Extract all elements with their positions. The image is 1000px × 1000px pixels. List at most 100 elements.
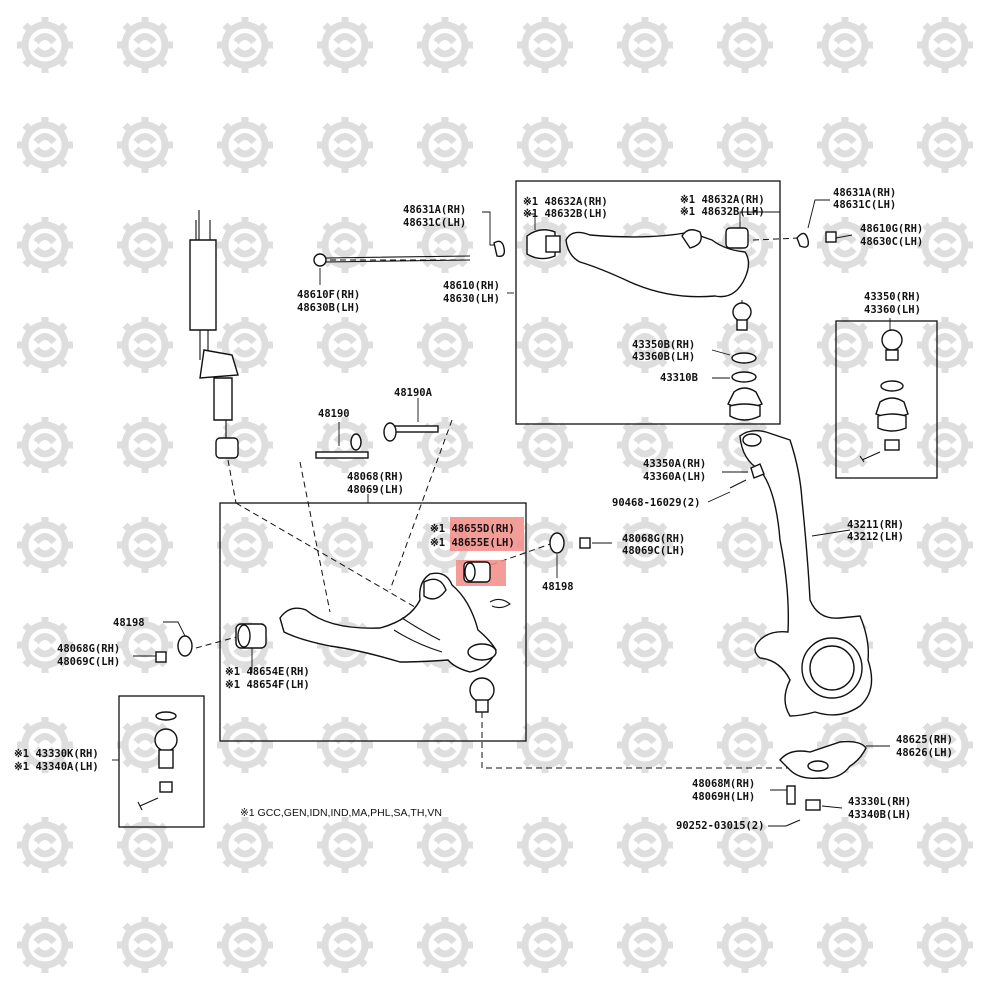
label-48069C-left[interactable]: 48069C(LH) bbox=[57, 656, 120, 668]
watermark-gear-icon bbox=[317, 717, 373, 773]
watermark-gear-icon bbox=[117, 317, 173, 373]
cam-bolts-drawing bbox=[315, 422, 439, 459]
label-43212[interactable]: 43212(LH) bbox=[847, 531, 904, 543]
label-48631C-right[interactable]: 48631C(LH) bbox=[833, 199, 896, 211]
label-48610[interactable]: 48610(RH) bbox=[443, 280, 500, 292]
watermark-gear-icon bbox=[117, 17, 173, 73]
watermark-gear-icon bbox=[117, 517, 173, 573]
label-43330L[interactable]: 43330L(RH) bbox=[848, 796, 911, 808]
label-48610F[interactable]: 48610F(RH) bbox=[297, 289, 360, 301]
label-48626[interactable]: 48626(LH) bbox=[896, 747, 953, 759]
watermark-gear-icon bbox=[317, 317, 373, 373]
region-footnote: ※1 GCC,GEN,IDN,IND,MA,PHL,SA,TH,VN bbox=[240, 807, 442, 819]
label-48190[interactable]: 48190 bbox=[318, 408, 350, 420]
watermark-gear-icon bbox=[617, 917, 673, 973]
label-43360B[interactable]: 43360B(LH) bbox=[632, 351, 695, 363]
lower-arm-box bbox=[219, 502, 527, 742]
lower-arm-drawing bbox=[155, 532, 591, 713]
label-43350[interactable]: 43350(RH) bbox=[864, 291, 921, 303]
watermark-gear-icon bbox=[117, 417, 173, 473]
watermark-gear-icon bbox=[217, 17, 273, 73]
label-43310B[interactable]: 43310B bbox=[660, 372, 698, 384]
label-48630C[interactable]: 48630C(LH) bbox=[860, 236, 923, 248]
label-48632A-right[interactable]: ※1 48632A(RH) bbox=[680, 194, 765, 206]
label-48069[interactable]: 48069(LH) bbox=[347, 484, 404, 496]
watermark-gear-icon bbox=[317, 417, 373, 473]
watermark-gear-icon bbox=[417, 117, 473, 173]
watermark-gear-icon bbox=[917, 117, 973, 173]
label-48198-left[interactable]: 48198 bbox=[113, 617, 145, 629]
watermark-gear-icon bbox=[817, 817, 873, 873]
watermark-gear-icon bbox=[417, 917, 473, 973]
watermark-gear-icon bbox=[917, 317, 973, 373]
label-48632B-left[interactable]: ※1 48632B(LH) bbox=[523, 208, 608, 220]
label-48198-right[interactable]: 48198 bbox=[542, 581, 574, 593]
watermark-gear-icon bbox=[17, 817, 73, 873]
watermark-gear-icon bbox=[717, 517, 773, 573]
label-48610G[interactable]: 48610G(RH) bbox=[860, 223, 923, 235]
label-48069H[interactable]: 48069H(LH) bbox=[692, 791, 755, 803]
label-48625[interactable]: 48625(RH) bbox=[896, 734, 953, 746]
watermark-gear-icon bbox=[117, 817, 173, 873]
label-48655E[interactable]: ※1 48655E(LH) bbox=[430, 537, 515, 549]
label-48068M[interactable]: 48068M(RH) bbox=[692, 778, 755, 790]
watermark-gear-icon bbox=[617, 617, 673, 673]
label-48190A[interactable]: 48190A bbox=[394, 387, 433, 399]
label-48632B-right[interactable]: ※1 48632B(LH) bbox=[680, 206, 765, 218]
watermark-gear-icon bbox=[217, 117, 273, 173]
label-43360[interactable]: 43360(LH) bbox=[864, 304, 921, 316]
watermark-gear-icon bbox=[617, 717, 673, 773]
watermark-gear-icon bbox=[617, 817, 673, 873]
watermark-gear-icon bbox=[117, 917, 173, 973]
label-48654E[interactable]: ※1 48654E(RH) bbox=[225, 666, 310, 678]
watermark-gear-icon bbox=[817, 17, 873, 73]
watermark-gear-icon bbox=[17, 417, 73, 473]
label-48632A-left[interactable]: ※1 48632A(RH) bbox=[523, 196, 608, 208]
label-90468[interactable]: 90468-16029(2) bbox=[612, 497, 701, 509]
label-48631C[interactable]: 48631C(LH) bbox=[403, 217, 466, 229]
label-48068[interactable]: 48068(RH) bbox=[347, 471, 404, 483]
label-43211[interactable]: 43211(RH) bbox=[847, 519, 904, 531]
watermark-gear-icon bbox=[317, 217, 373, 273]
label-48630[interactable]: 48630(LH) bbox=[443, 293, 500, 305]
watermark-gear-icon bbox=[317, 517, 373, 573]
watermark-gear-icon bbox=[817, 417, 873, 473]
watermark-gear-icon bbox=[117, 217, 173, 273]
label-43360A[interactable]: 43360A(LH) bbox=[643, 471, 706, 483]
shock-absorber-drawing bbox=[189, 210, 239, 459]
label-48631A-right[interactable]: 48631A(RH) bbox=[833, 187, 896, 199]
label-48068G-right[interactable]: 48068G(RH) bbox=[622, 533, 685, 545]
label-48068G-left[interactable]: 48068G(RH) bbox=[57, 643, 120, 655]
highlight-48655-label bbox=[450, 517, 524, 551]
label-43330K[interactable]: ※1 43330K(RH) bbox=[14, 748, 99, 760]
watermark-gear-icon bbox=[417, 317, 473, 373]
watermark-gear-icon bbox=[17, 517, 73, 573]
label-43340B[interactable]: 43340B(LH) bbox=[848, 809, 911, 821]
watermark-gear-icon bbox=[217, 917, 273, 973]
label-48654F[interactable]: ※1 48654F(LH) bbox=[225, 679, 310, 691]
label-48069C-right[interactable]: 48069C(LH) bbox=[622, 545, 685, 557]
watermark-gear-icon bbox=[617, 117, 673, 173]
watermark-gear-icon bbox=[717, 17, 773, 73]
label-43350B[interactable]: 43350B(RH) bbox=[632, 339, 695, 351]
label-48655D[interactable]: ※1 48655D(RH) bbox=[430, 523, 515, 535]
upper-arm-drawing bbox=[526, 227, 837, 421]
label-43340A[interactable]: ※1 43340A(LH) bbox=[14, 761, 99, 773]
label-43350A[interactable]: 43350A(RH) bbox=[643, 458, 706, 470]
watermark-pattern bbox=[17, 17, 973, 973]
label-48631A[interactable]: 48631A(RH) bbox=[403, 204, 466, 216]
label-48630B[interactable]: 48630B(LH) bbox=[297, 302, 360, 314]
watermark-gear-icon bbox=[217, 717, 273, 773]
watermark-gear-icon bbox=[317, 117, 373, 173]
watermark-gear-icon bbox=[517, 117, 573, 173]
part-labels: 48631A(RH) 48631C(LH) 48610F(RH) 48630B(… bbox=[14, 187, 953, 832]
label-90252[interactable]: 90252-03015(2) bbox=[676, 820, 765, 832]
arm-bracket-drawing bbox=[779, 740, 867, 827]
watermark-gear-icon bbox=[917, 917, 973, 973]
watermark-gear-icon bbox=[517, 817, 573, 873]
watermark-gear-icon bbox=[517, 17, 573, 73]
watermark-gear-icon bbox=[917, 617, 973, 673]
ball-joint-kit-drawing bbox=[859, 329, 909, 463]
watermark-gear-icon bbox=[117, 117, 173, 173]
